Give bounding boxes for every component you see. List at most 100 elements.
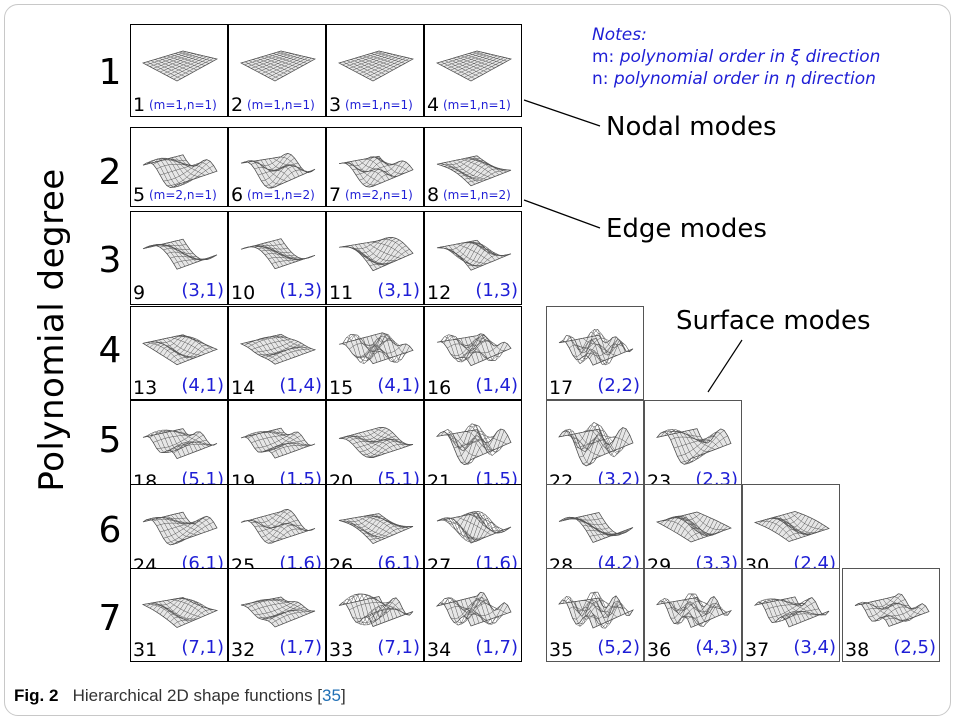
mode-surface-plot <box>436 239 512 271</box>
edge-mode-cell: 9(3,1) <box>130 211 228 305</box>
edge-mode-cell: 33(7,1) <box>326 568 424 662</box>
nodal-mode-cell: 3(m=1,n=1) <box>326 24 424 117</box>
degree-label: 3 <box>98 240 122 281</box>
mode-surface-plot <box>435 591 512 627</box>
edge-mode-cell: 12(1,3) <box>424 211 522 305</box>
edge-mode-cell: 19(1,5) <box>228 400 326 494</box>
mode-surface-plot <box>239 333 317 365</box>
nodal-modes-label: Nodal modes <box>606 112 777 142</box>
mode-surface-plot <box>558 512 634 543</box>
edge-mode-cell: 8(m=1,n=2) <box>424 127 522 207</box>
mode-surface-plot <box>142 50 218 82</box>
mode-order-label: (m=1,n=2) <box>443 188 511 202</box>
mode-surface-plot <box>558 421 634 467</box>
edge-mode-cell: 15 (4,1) <box>326 306 424 400</box>
mode-surface-plot <box>558 329 634 366</box>
nodal-mode-cell: 2(m=1,n=1) <box>228 24 326 117</box>
mode-order-label: (5,2) <box>597 637 640 658</box>
surface-mode-cell: 38(2,5) <box>842 568 940 662</box>
edge-modes-label: Edge modes <box>606 214 767 244</box>
notes-n-prefix: n: <box>592 69 609 89</box>
caption-text: Hierarchical 2D shape functions [ <box>72 686 323 705</box>
edge-mode-cell: 10(1,3) <box>228 211 326 305</box>
surface-mode-cell: 37 (3,4) <box>742 568 840 662</box>
mode-surface-plot <box>240 238 316 270</box>
mode-order-label: (m=1,n=1) <box>247 98 315 112</box>
mode-number: 34 <box>427 639 452 661</box>
mode-surface-plot <box>656 428 732 465</box>
mode-number: 31 <box>133 639 158 661</box>
mode-order-label: (m=1,n=1) <box>149 98 217 112</box>
mode-surface-plot <box>558 591 634 629</box>
mode-surface-plot <box>142 154 218 188</box>
edge-mode-cell: 16(1,4) <box>424 306 522 400</box>
edge-mode-cell: 31 (7,1) <box>130 568 228 662</box>
mode-surface-plot <box>240 596 316 628</box>
mode-number: 15 <box>329 377 354 399</box>
mode-surface-plot <box>338 155 414 188</box>
mode-surface-plot <box>656 511 732 543</box>
degree-label: 1 <box>98 52 122 93</box>
caption-reference[interactable]: 35 <box>322 686 341 705</box>
mode-order-label: (1,7) <box>475 637 518 658</box>
mode-surface-plot <box>338 427 414 458</box>
notes-n-text: polynomial order in η direction <box>613 69 876 89</box>
mode-surface-plot <box>142 511 218 546</box>
mode-order-label: (1,3) <box>279 280 322 301</box>
mode-order-label: (3,4) <box>793 637 836 658</box>
mode-order-label: (1,3) <box>475 280 518 301</box>
degree-label: 5 <box>98 420 122 461</box>
degree-label: 2 <box>98 152 122 193</box>
nodal-mode-cell: 4(m=1,n=1) <box>424 24 522 117</box>
notes-m-text: polynomial order in ξ direction <box>619 47 881 67</box>
mode-order-label: (1,7) <box>279 637 322 658</box>
mode-surface-plot <box>338 332 414 365</box>
mode-number: 2 <box>231 94 244 116</box>
mode-number: 36 <box>647 639 672 661</box>
surface-mode-cell: 35(5,2) <box>546 568 644 662</box>
mode-surface-plot <box>338 593 414 627</box>
mode-surface-plot <box>142 334 218 366</box>
mode-number: 17 <box>549 377 574 399</box>
edge-mode-cell: 32(1,7) <box>228 568 326 662</box>
mode-number: 38 <box>845 639 870 661</box>
mode-number: 37 <box>745 639 770 661</box>
mode-order-label: (m=2,n=1) <box>345 188 413 202</box>
mode-surface-plot <box>436 50 512 82</box>
mode-surface-plot <box>141 597 219 628</box>
mode-surface-plot <box>240 427 316 459</box>
surface-mode-cell: 29(3,3) <box>644 484 742 578</box>
edge-mode-cell: 14(1,4) <box>228 306 326 400</box>
mode-surface-plot <box>338 50 414 82</box>
mode-order-label: (2,2) <box>597 375 640 396</box>
mode-surface-plot <box>436 333 512 367</box>
mode-surface-plot <box>436 423 512 465</box>
mode-surface-plot <box>753 596 830 628</box>
edge-mode-cell: 13(4,1) <box>130 306 228 400</box>
mode-surface-plot <box>338 237 414 272</box>
mode-surface-plot <box>338 513 414 545</box>
mode-order-label: (4,1) <box>377 375 420 396</box>
edge-mode-cell: 18(5,1) <box>130 400 228 494</box>
mode-order-label: (7,1) <box>181 637 224 658</box>
mode-surface-plot <box>142 238 218 270</box>
mode-number: 16 <box>427 377 452 399</box>
mode-number: 3 <box>329 94 342 116</box>
surface-mode-cell: 17 (2,2) <box>546 306 644 400</box>
caption-fig-number: Fig. 2 <box>14 686 59 705</box>
mode-surface-plot <box>656 593 732 628</box>
mode-number: 11 <box>329 282 354 304</box>
mode-surface-plot <box>753 511 830 542</box>
notes-title: Notes: <box>592 25 647 45</box>
notes-m-line: m: polynomial order in ξ direction <box>592 46 880 68</box>
edge-mode-cell: 26(6,1) <box>326 484 424 578</box>
mode-surface-plot <box>240 50 316 82</box>
surface-mode-cell: 36(4,3) <box>644 568 742 662</box>
mode-number: 1 <box>133 94 146 116</box>
edge-mode-cell: 24(6,1) <box>130 484 228 578</box>
mode-order-label: (3,1) <box>181 280 224 301</box>
surface-leader-line <box>707 339 743 393</box>
mode-number: 33 <box>329 639 354 661</box>
degree-label: 6 <box>98 510 122 551</box>
